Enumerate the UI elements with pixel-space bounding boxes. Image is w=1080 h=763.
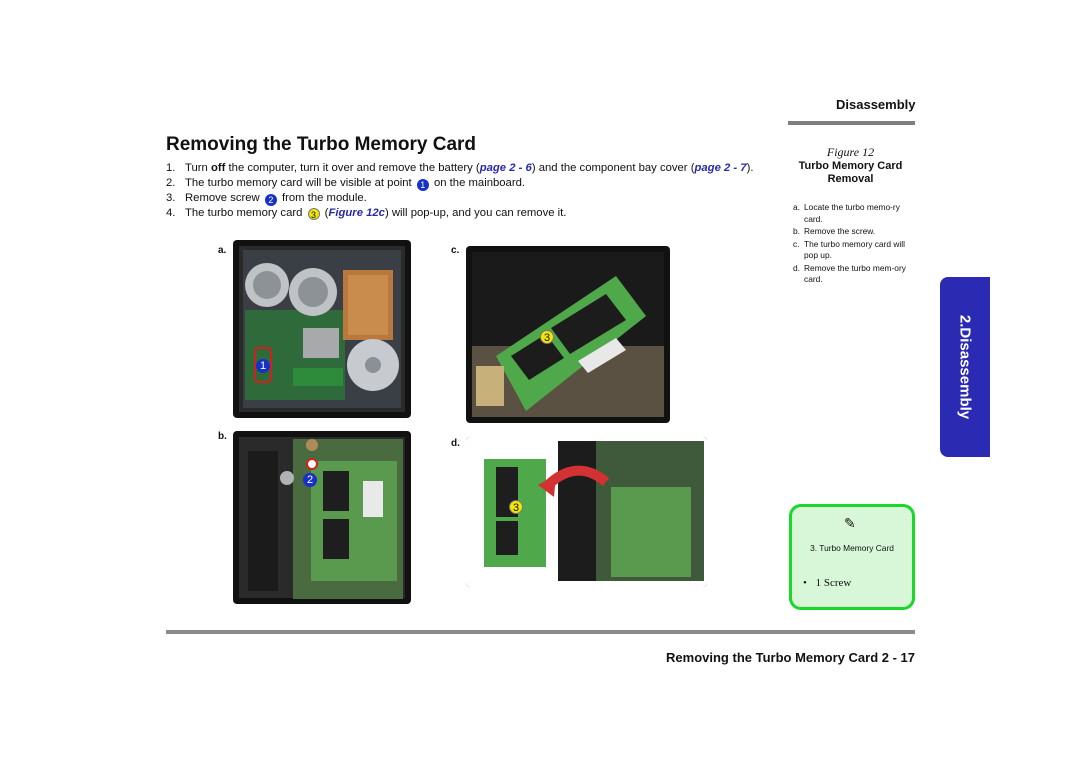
- callout-marker-3: 3: [307, 207, 320, 220]
- procedure-steps: 1. Turn off the computer, turn it over a…: [166, 161, 786, 220]
- callout-3-removal: 3: [509, 500, 523, 514]
- pencil-icon: ✎: [844, 515, 856, 531]
- step-text: on the mainboard.: [430, 176, 526, 189]
- chapter-tab[interactable]: 2.Disassembly: [940, 277, 990, 457]
- figure-title-line1: Turbo Memory Card: [798, 160, 903, 172]
- callout-marker-1: 1: [416, 178, 429, 191]
- header-divider: [788, 121, 915, 125]
- note-item: • 1 Screw: [803, 577, 851, 589]
- screw-illustration: [239, 437, 405, 599]
- figure-step-letter: b.: [793, 226, 800, 236]
- battery-page-link[interactable]: page 2 - 6: [479, 162, 532, 174]
- photo-c-popup: 3: [466, 246, 670, 423]
- figure-step-text: Remove the screw.: [804, 226, 876, 236]
- step-3: 3. Remove screw 2 from the module.: [166, 191, 786, 206]
- callout-3-popup: 3: [540, 330, 554, 344]
- removal-illustration: [466, 437, 707, 587]
- step-text: ) and the component bay cover (: [531, 162, 695, 174]
- page-title: Removing the Turbo Memory Card: [166, 134, 477, 155]
- figure-title-line2: Removal: [827, 173, 874, 185]
- footer-divider: [166, 630, 915, 634]
- figure-12c-link[interactable]: Figure 12c: [328, 206, 385, 219]
- step-text: Turn: [185, 162, 211, 174]
- panel-label-c: c.: [451, 245, 460, 256]
- figure-step-c: c. The turbo memory card will pop up.: [793, 239, 913, 262]
- photo-b-screw: 2: [233, 431, 411, 604]
- step-text: The turbo memory card will be visible at…: [185, 176, 415, 189]
- step-1: 1. Turn off the computer, turn it over a…: [166, 161, 786, 176]
- step-4: 4. The turbo memory card 3 (Figure 12c) …: [166, 206, 786, 221]
- figure-step-letter: a.: [793, 202, 800, 212]
- figure-number: Figure 12: [826, 145, 875, 159]
- note-item-text: 1 Screw: [815, 577, 852, 589]
- callout-marker-2: 2: [264, 193, 277, 206]
- figure-steps: a. Locate the turbo memo-ry card. b. Remov…: [793, 202, 913, 287]
- panel-label-d: d.: [451, 438, 460, 449]
- note-title: 3. Turbo Memory Card: [810, 543, 894, 553]
- step-text: (: [321, 206, 329, 219]
- page-footer: Removing the Turbo Memory Card 2 - 17: [666, 650, 915, 665]
- bay-cover-page-link[interactable]: page 2 - 7: [694, 162, 747, 174]
- step-text: ).: [746, 162, 754, 174]
- section-header: Disassembly: [836, 97, 916, 112]
- panel-label-a: a.: [218, 245, 227, 256]
- popup-illustration: [472, 252, 664, 417]
- chapter-tab-label: 2.Disassembly: [956, 314, 974, 420]
- step-2: 2. The turbo memory card will be visible…: [166, 176, 786, 191]
- callout-2: 2: [303, 473, 317, 487]
- step-number: 1.: [166, 162, 176, 174]
- step-text: from the module.: [278, 191, 367, 204]
- step-number: 2.: [166, 176, 176, 189]
- figure-step-d: d. Remove the turbo mem-ory card.: [793, 263, 913, 286]
- step-text: Remove screw: [185, 191, 263, 204]
- figure-step-letter: c.: [793, 238, 800, 249]
- step-number: 4.: [166, 206, 176, 219]
- figure-step-letter: d.: [793, 262, 800, 273]
- photo-a-mainboard: 1: [233, 240, 411, 418]
- parts-note: ✎ 3. Turbo Memory Card • 1 Screw: [789, 504, 915, 610]
- bullet-icon: •: [803, 577, 807, 589]
- figure-caption: Figure 12 Turbo Memory Card Removal: [788, 145, 913, 186]
- step-text: the computer, turn it over and remove th…: [225, 162, 480, 174]
- figure-step-text: The turbo memory card will pop up.: [804, 238, 905, 261]
- photo-d-removal: 3: [466, 437, 707, 587]
- figure-step-b: b. Remove the screw.: [793, 226, 913, 238]
- panel-label-b: b.: [218, 431, 227, 442]
- step-number: 3.: [166, 191, 176, 204]
- figure-step-text: Locate the turbo memo-ry card.: [804, 202, 900, 224]
- callout-1: 1: [256, 359, 270, 373]
- figure-step-a: a. Locate the turbo memo-ry card.: [793, 202, 913, 225]
- step-bold-text: off: [210, 162, 226, 174]
- step-text: The turbo memory card: [185, 206, 306, 219]
- step-text: ) will pop-up, and you can remove it.: [384, 206, 567, 219]
- figure-step-text: Remove the turbo mem-ory card.: [804, 262, 906, 285]
- mainboard-illustration: [239, 246, 405, 412]
